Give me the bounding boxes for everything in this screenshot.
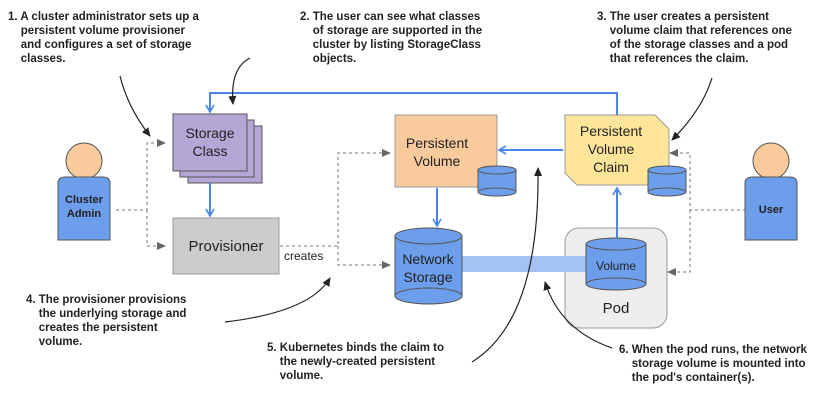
storage-link: [462, 256, 587, 272]
user-to-pvc: [669, 149, 752, 211]
network-storage-label-1: Network: [402, 251, 454, 267]
pvc-to-storage-class-arrow: [205, 92, 618, 115]
provisioner-box: [172, 217, 280, 275]
cluster-admin-actor: [57, 142, 111, 241]
cluster-admin-label-2: Admin: [67, 208, 102, 220]
blue-arrows: [205, 92, 622, 238]
network-storage-cylinder: [394, 227, 463, 305]
volume-cylinder: [585, 237, 647, 291]
note1-curve: [119, 75, 151, 137]
pv-cylinder-icon: [477, 165, 517, 197]
volume-label: Volume: [596, 259, 636, 273]
storage-class-stack: [172, 113, 263, 184]
admin-connector: [116, 139, 166, 211]
provisioner-label: Provisioner: [188, 238, 263, 255]
note4-curve: [224, 277, 331, 323]
pod-label: Pod: [603, 300, 630, 317]
note-6: 6. When the pod runs, the network storag…: [619, 344, 807, 384]
provisioner-to-pv: [280, 149, 391, 247]
pvc-label-3: Claim: [593, 159, 629, 175]
dashed-connectors: [116, 139, 752, 276]
pvc-label-2: Volume: [588, 141, 635, 157]
note-5: 5. Kubernetes binds the claim to the new…: [267, 342, 445, 382]
pvc-cylinder-icon: [647, 165, 687, 197]
note-4: 4. The provisioner provisions the underl…: [26, 294, 187, 348]
annotation-curves: [119, 57, 713, 363]
persistent-volume-label-1: Persistent: [406, 135, 468, 151]
note6-curve: [543, 281, 613, 349]
note2-curve: [228, 57, 251, 105]
admin-to-provisioner: [146, 210, 166, 250]
storage-class-label-2: Class: [192, 143, 227, 159]
user-to-pod: [667, 210, 691, 276]
note3-curve: [671, 77, 713, 141]
network-storage-label-2: Storage: [403, 269, 452, 285]
cluster-admin-label-1: Cluster: [65, 194, 104, 206]
note-3: 3. The user creates a persistent volume …: [597, 11, 792, 65]
pvc-label-1: Persistent: [580, 123, 642, 139]
note-1: 1. A cluster administrator sets up a per…: [8, 11, 199, 65]
note5-curve: [471, 167, 543, 363]
user-actor: [744, 142, 798, 241]
creates-edge-label: creates: [284, 249, 323, 263]
provisioner-to-storage: [337, 246, 391, 269]
storage-class-label-1: Storage: [185, 125, 234, 141]
note-2: 2. The user can see what classes of stor…: [300, 11, 483, 65]
user-label: User: [759, 204, 784, 216]
persistent-volume-label-2: Volume: [414, 153, 461, 169]
